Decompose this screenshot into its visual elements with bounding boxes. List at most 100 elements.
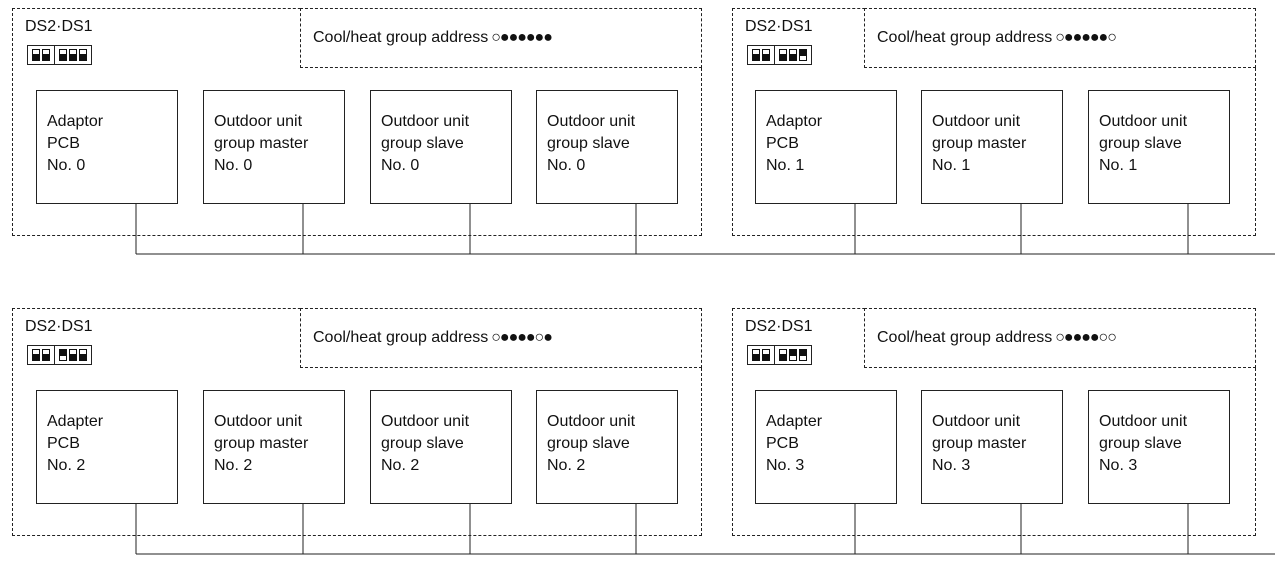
unit-label-line: group master: [932, 435, 1027, 452]
ds1-switch: [54, 346, 91, 364]
group-address-box: Cool/heat group address○●●●●○○: [864, 308, 1256, 368]
dip-switch-lever: [32, 349, 40, 361]
group-address-label: Cool/heat group address: [313, 29, 489, 46]
group-address-label: Cool/heat group address: [313, 329, 489, 346]
ds1-switch: [774, 46, 811, 64]
dip-switch-lever: [789, 49, 797, 61]
unit-label-line: Adapter: [766, 413, 823, 430]
unit-label-line: PCB: [766, 135, 799, 152]
unit-label-line: group slave: [381, 135, 464, 152]
unit-label-line: Outdoor unit: [547, 113, 636, 130]
unit-label-line: Outdoor unit: [547, 413, 636, 430]
unit-label-line: group slave: [1099, 135, 1182, 152]
group-address-dots: ○●●●●●○: [1055, 29, 1117, 46]
dip-switch-label: DS2·DS1: [25, 18, 93, 35]
group-address-dots: ○●●●●○●: [491, 329, 553, 346]
dip-switch-lever: [59, 49, 67, 61]
group-address-dots: ○●●●●●●: [491, 29, 553, 46]
unit-label-line: group master: [214, 135, 309, 152]
dip-switch-lever: [799, 49, 807, 61]
dip-switch-lever: [79, 349, 87, 361]
dip-switch-label: DS2·DS1: [25, 318, 93, 335]
dip-switch-block: [747, 45, 812, 65]
unit-label-line: No. 2: [214, 457, 253, 474]
ds1-switch: [774, 346, 811, 364]
unit-label-line: No. 2: [47, 457, 86, 474]
group-address-label: Cool/heat group address: [877, 329, 1053, 346]
dip-switch-block: [747, 345, 812, 365]
dip-switch-lever: [762, 349, 770, 361]
dip-switch-lever: [59, 349, 67, 361]
ds2-switch: [28, 46, 54, 64]
dip-switch-label: DS2·DS1: [745, 318, 813, 335]
dip-switch-lever: [762, 49, 770, 61]
unit-label-line: group slave: [381, 435, 464, 452]
unit-label-line: No. 1: [932, 157, 971, 174]
dip-switch-lever: [789, 349, 797, 361]
unit-label-line: PCB: [47, 435, 80, 452]
dip-switch-lever: [779, 349, 787, 361]
group-address-box: Cool/heat group address○●●●●○●: [300, 308, 702, 368]
group-address-box: Cool/heat group address○●●●●●○: [864, 8, 1256, 68]
unit-label-line: group master: [214, 435, 309, 452]
dip-switch-lever: [69, 49, 77, 61]
unit-label-line: No. 1: [1099, 157, 1138, 174]
unit-label-line: PCB: [47, 135, 80, 152]
unit-label-line: Outdoor unit: [1099, 113, 1188, 130]
control-group-frame: DS2·DS1 Cool/heat group address○●●●●○○: [732, 308, 1256, 536]
unit-label-line: Adaptor: [47, 113, 104, 130]
dip-switch-label: DS2·DS1: [745, 18, 813, 35]
ds2-switch: [748, 346, 774, 364]
unit-label-line: Outdoor unit: [1099, 413, 1188, 430]
dip-switch-lever: [42, 49, 50, 61]
dip-switch-block: [27, 345, 92, 365]
unit-label-line: Outdoor unit: [214, 413, 303, 430]
unit-label-line: No. 1: [766, 157, 805, 174]
ds2-switch: [28, 346, 54, 364]
dip-switch-lever: [42, 349, 50, 361]
dip-switch-lever: [79, 49, 87, 61]
group-address-box: Cool/heat group address○●●●●●●: [300, 8, 702, 68]
dip-switch-lever: [32, 49, 40, 61]
unit-label-line: Outdoor unit: [381, 413, 470, 430]
unit-label-line: group slave: [547, 435, 630, 452]
dip-switch-lever: [69, 349, 77, 361]
unit-label-line: Outdoor unit: [932, 413, 1021, 430]
unit-label-line: No. 2: [547, 457, 586, 474]
unit-label-line: No. 3: [766, 457, 805, 474]
dip-switch-lever: [752, 349, 760, 361]
unit-label-line: Outdoor unit: [381, 113, 470, 130]
dip-switch-lever: [799, 349, 807, 361]
dip-switch-lever: [752, 49, 760, 61]
unit-label-line: Adapter: [47, 413, 104, 430]
ds1-switch: [54, 46, 91, 64]
unit-label-line: No. 0: [47, 157, 86, 174]
ds2-switch: [748, 46, 774, 64]
unit-label-line: No. 3: [1099, 457, 1138, 474]
unit-label-line: group master: [932, 135, 1027, 152]
unit-label-line: group slave: [1099, 435, 1182, 452]
unit-label-line: No. 2: [381, 457, 420, 474]
unit-label-line: No. 3: [932, 457, 971, 474]
unit-label-line: No. 0: [214, 157, 253, 174]
group-address-label: Cool/heat group address: [877, 29, 1053, 46]
dip-switch-lever: [779, 49, 787, 61]
unit-label-line: group slave: [547, 135, 630, 152]
